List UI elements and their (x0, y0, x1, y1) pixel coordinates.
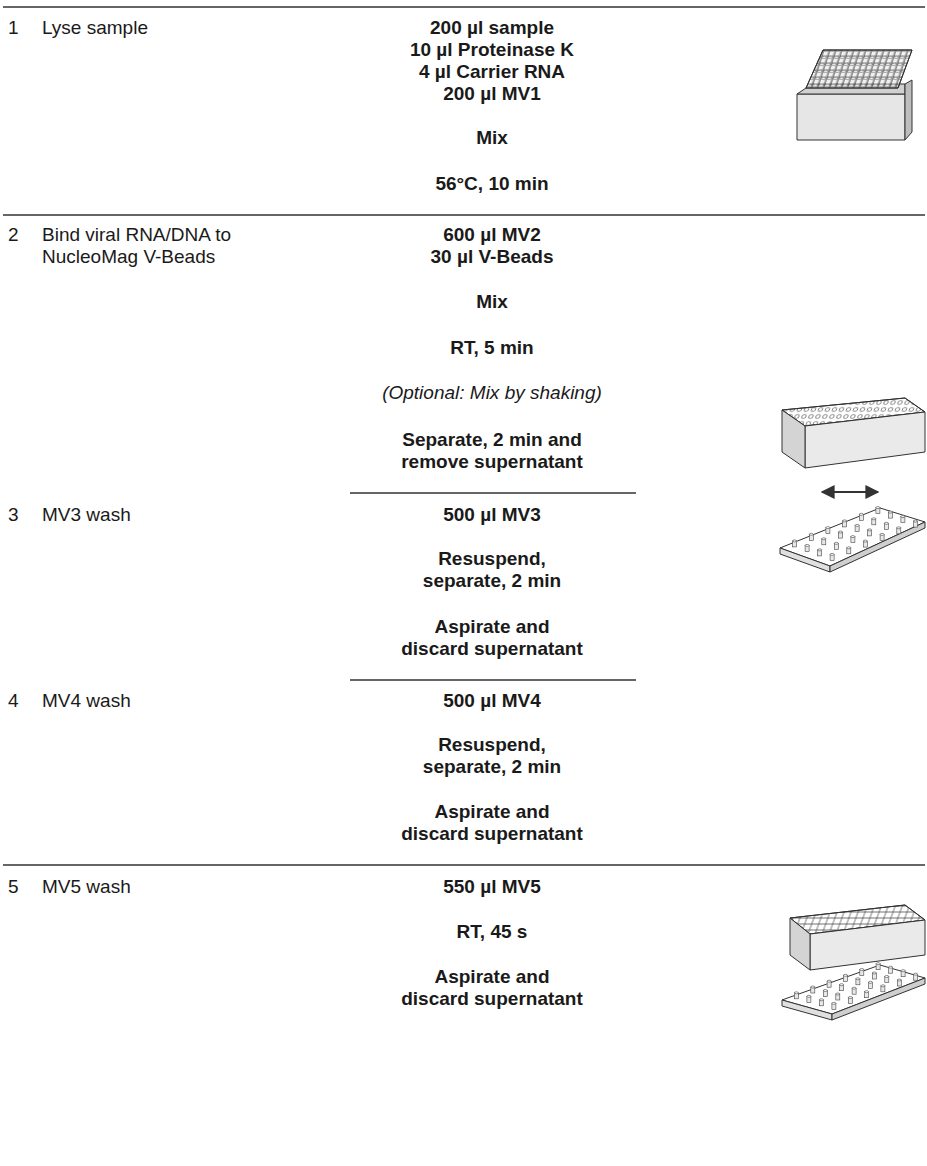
action: Resuspend, separate, 2 min (397, 548, 587, 592)
shake-arrow (822, 492, 878, 493)
step-number: 5 (8, 876, 19, 898)
step-name: Bind viral RNA/DNA to NucleoMag V-Beads (42, 224, 277, 268)
tube-rack (797, 50, 912, 140)
step-name: MV3 wash (42, 504, 277, 526)
reagent: 200 µl MV1 (332, 83, 652, 105)
step-name: Lyse sample (42, 17, 277, 39)
reagent: 600 µl MV2 (332, 224, 652, 246)
reagent: 500 µl MV4 (332, 690, 652, 712)
condition: RT, 5 min (332, 337, 652, 359)
action: Aspirate and discard supernatant (392, 966, 592, 1010)
reagent: 500 µl MV3 (332, 504, 652, 526)
note: (Optional: Mix by shaking) (332, 382, 652, 404)
sample-plate (782, 398, 925, 468)
step-number: 3 (8, 504, 19, 526)
reagent: 550 µl MV5 (332, 876, 652, 898)
action: Aspirate and discard supernatant (392, 616, 592, 660)
action: Mix (332, 127, 652, 149)
reagent: 4 µl Carrier RNA (332, 61, 652, 83)
step-name: MV4 wash (42, 690, 277, 712)
action: Separate, 2 min and remove supernatant (392, 429, 592, 473)
action: Aspirate and discard supernatant (392, 801, 592, 845)
step-number: 4 (8, 690, 19, 712)
step-name: MV5 wash (42, 876, 277, 898)
condition: 56°C, 10 min (332, 173, 652, 195)
reagent: 10 µl Proteinase K (332, 39, 652, 61)
step-number: 2 (8, 224, 19, 246)
reagent: 200 µl sample (332, 17, 652, 39)
magnet-plate (782, 963, 925, 1020)
elution-plate (790, 905, 925, 970)
step-number: 1 (8, 17, 19, 39)
action: Mix (332, 291, 652, 313)
separator-lines (3, 7, 925, 865)
condition: RT, 45 s (332, 921, 652, 943)
magnet-plate (780, 507, 925, 572)
action: Resuspend, separate, 2 min (397, 734, 587, 778)
reagent: 30 µl V-Beads (332, 246, 652, 268)
